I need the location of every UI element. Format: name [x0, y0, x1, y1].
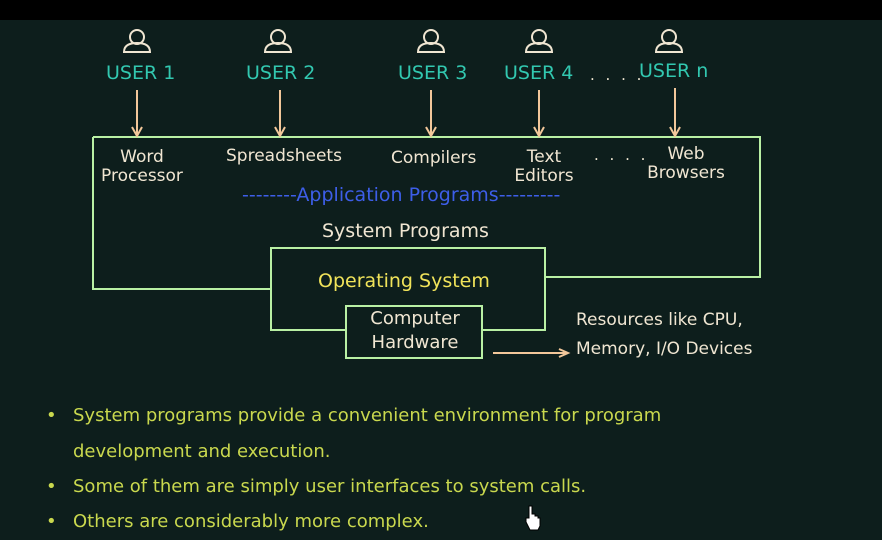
bullet-1-line1: System programs provide a convenient env… [73, 405, 662, 426]
spreadsheets-label: Spreadsheets [226, 146, 342, 166]
bullet-text: Some of them are simply user interfaces … [73, 469, 763, 505]
text-editors-label: Text Editors [509, 148, 579, 186]
bullet-dot: • [46, 511, 57, 532]
user4-arrowhead [533, 126, 545, 139]
web-browsers-line2: Browsers [647, 163, 725, 183]
application-programs-label: --------Application Programs--------- [242, 184, 561, 206]
user-icon [122, 29, 152, 53]
user-3-label: USER 3 [398, 62, 468, 84]
user3-arrowhead [425, 126, 437, 139]
user2-arrowhead [274, 126, 286, 139]
user-icon [416, 29, 446, 53]
bullet-3-line1: Others are considerably more complex. [73, 511, 429, 532]
resources-label: Resources like CPU, Memory, I/O Devices [576, 306, 752, 364]
computer-hardware-line2: Hardware [371, 332, 459, 353]
bullet-1-line2: development and execution. [73, 441, 331, 462]
resources-line1: Resources like CPU, [576, 310, 743, 330]
word-processor-line2: Processor [101, 166, 183, 186]
resources-arrowhead [558, 348, 571, 358]
user-4-label: USER 4 [504, 62, 574, 84]
word-processor-line1: Word [120, 147, 164, 167]
bullet-item: • Some of them are simply user interface… [46, 469, 766, 505]
computer-hardware-line1: Computer [370, 308, 460, 329]
resources-line2: Memory, I/O Devices [576, 339, 753, 359]
word-processor-label: Word Processor [101, 148, 183, 186]
text-editors-line2: Editors [514, 166, 574, 186]
usern-arrowhead [669, 126, 681, 139]
user-icon [263, 29, 293, 53]
bullet-2-line1: Some of them are simply user interfaces … [73, 476, 587, 497]
application-box-border-left [92, 137, 271, 290]
text-editors-line1: Text [526, 147, 562, 167]
user-icon [524, 29, 554, 53]
bullet-text: Others are considerably more complex. [73, 504, 763, 540]
application-box-border [93, 136, 761, 278]
user-1-label: USER 1 [106, 62, 176, 84]
operating-system-label: Operating System [318, 270, 490, 292]
hand-cursor-icon [525, 505, 541, 531]
top-black-bar [0, 0, 882, 20]
web-browsers-line1: Web [667, 144, 705, 164]
user-icon [654, 29, 684, 53]
user1-arrowhead [131, 126, 143, 139]
web-browsers-label: Web Browsers [641, 145, 731, 183]
system-programs-label: System Programs [322, 220, 489, 242]
users-ellipsis: . . . . [590, 66, 645, 84]
user-n-label: USER n [639, 60, 709, 82]
computer-hardware-label: Computer Hardware [350, 307, 480, 355]
compilers-label: Compilers [391, 148, 477, 168]
apps-ellipsis: . . . . [594, 146, 649, 164]
bullet-text: System programs provide a convenient env… [73, 398, 763, 470]
bullet-item: • System programs provide a convenient e… [46, 398, 766, 470]
hardware-box [345, 305, 483, 359]
bullet-dot: • [46, 476, 57, 497]
bullet-dot: • [46, 405, 57, 426]
bullet-item: • Others are considerably more complex. [46, 504, 766, 535]
user-2-label: USER 2 [246, 62, 316, 84]
